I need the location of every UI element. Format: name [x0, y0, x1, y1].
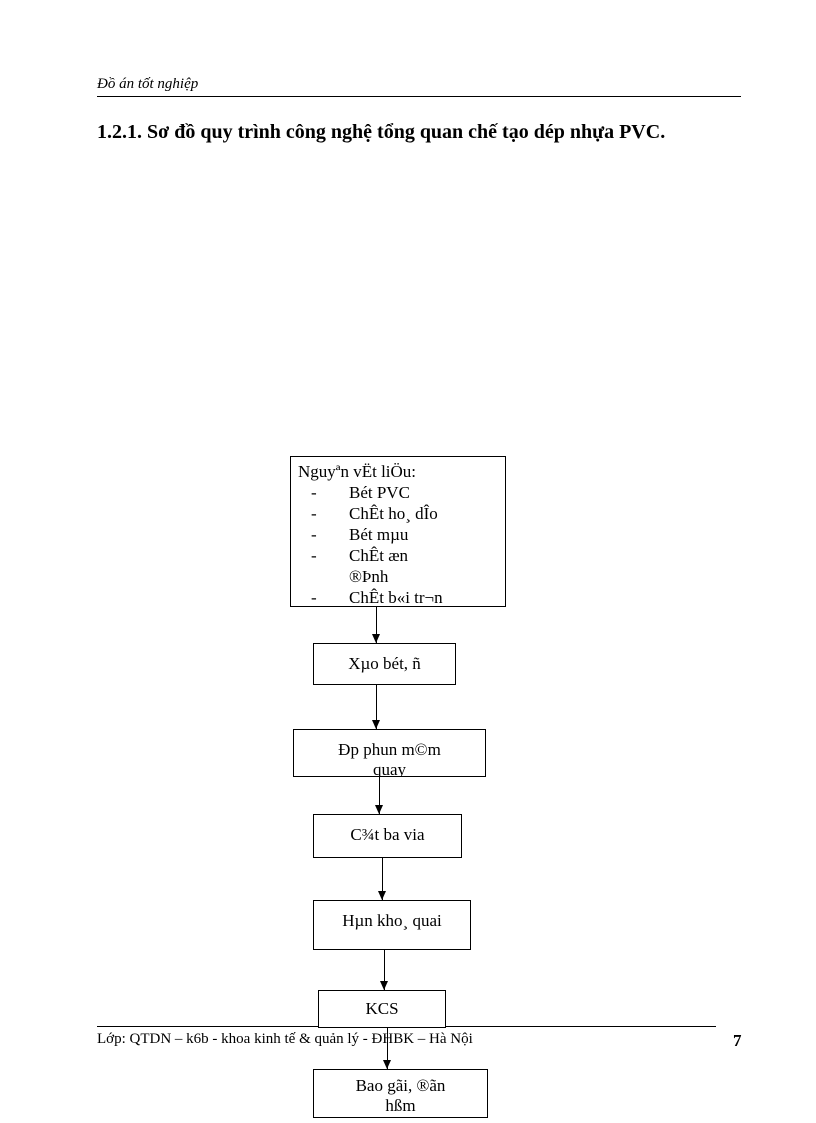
step-label: C¾t ba via	[350, 825, 425, 844]
list-item: -ChÊt æn ®Þnh	[311, 545, 505, 587]
step-label: Ðp phun m©m quay	[338, 740, 441, 777]
material-label: Bét mµu	[349, 525, 409, 544]
flow-box-step-2: Ðp phun m©m quay	[293, 729, 486, 777]
step-label: Bao gãi, ®ãn hßm	[355, 1076, 446, 1115]
running-footer: Lớp: QTDN – k6b - khoa kinh tế & quản lý…	[97, 1031, 473, 1047]
step-label: Hµn kho¸ quai	[342, 911, 442, 930]
material-label: ChÊt æn ®Þnh	[349, 546, 409, 586]
flow-box-step-4: Hµn kho¸ quai	[313, 900, 471, 950]
page-number: 7	[733, 1031, 742, 1050]
section-title: 1.2.1. Sơ đồ quy trình công nghệ tổng qu…	[97, 121, 666, 143]
arrow-down	[378, 858, 386, 900]
flow-box-step-1: Xµo bét, ñ	[313, 643, 456, 685]
arrow-down	[375, 777, 383, 814]
material-label: Bét PVC	[349, 483, 410, 502]
flow-box-step-6: Bao gãi, ®ãn hßm	[313, 1069, 488, 1118]
header-rule	[97, 96, 741, 97]
arrow-down	[372, 685, 380, 729]
list-item: -ChÊt ho¸ dÎo	[311, 504, 438, 523]
arrow-down	[383, 1028, 391, 1069]
material-label: ChÊt ho¸ dÎo	[349, 504, 438, 523]
list-item: -Bét mµu	[311, 525, 409, 544]
flow-box-step-5: KCS	[318, 990, 446, 1028]
list-item: -ChÊt b«i tr¬n	[311, 588, 443, 607]
material-label: ChÊt b«i tr¬n	[349, 588, 443, 607]
flow-box-materials: Nguyªn vËt liÖu: -Bét PVC -ChÊt ho¸ dÎo …	[290, 456, 506, 607]
step-label: Xµo bét, ñ	[348, 654, 421, 673]
arrow-down	[372, 607, 380, 643]
running-header: Đồ án tốt nghiệp	[97, 76, 199, 92]
materials-list: -Bét PVC -ChÊt ho¸ dÎo -Bét mµu -ChÊt æn…	[291, 482, 505, 607]
list-item: -Bét PVC	[311, 483, 410, 502]
arrow-down	[380, 950, 388, 990]
step-label: KCS	[365, 999, 399, 1018]
materials-heading: Nguyªn vËt liÖu:	[298, 462, 417, 481]
flow-box-step-3: C¾t ba via	[313, 814, 462, 858]
